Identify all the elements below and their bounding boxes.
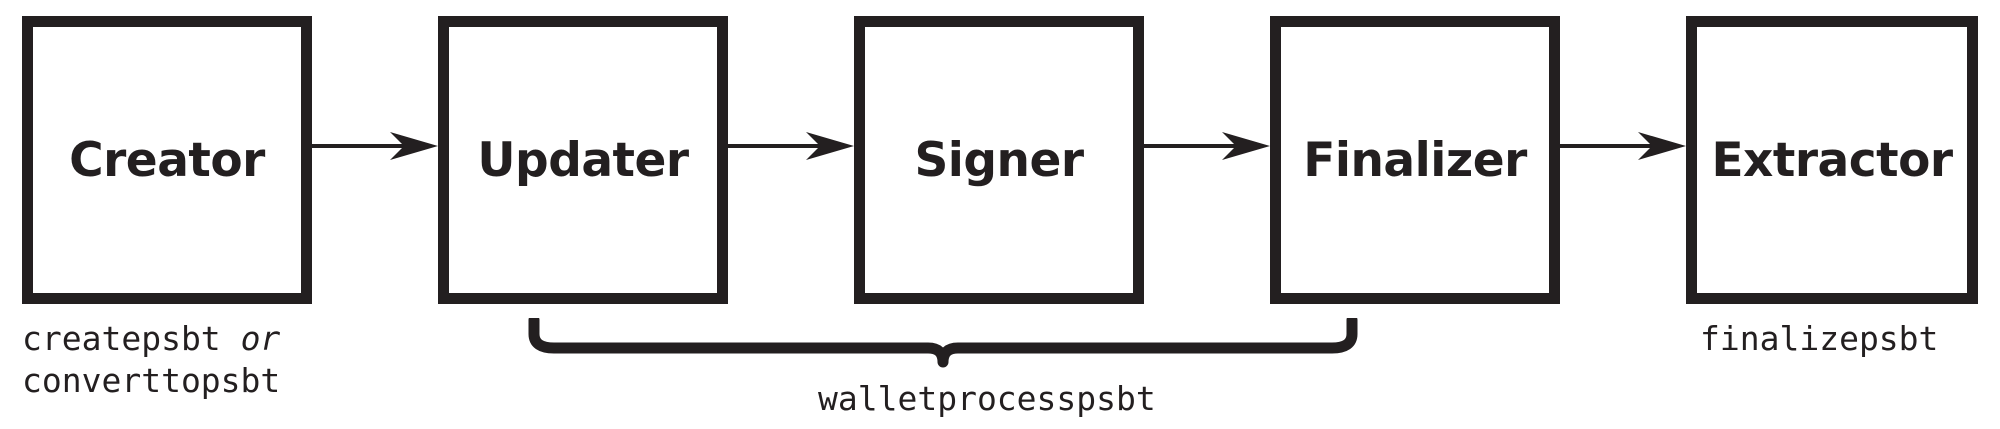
- arrow-updater-to-signer: [728, 132, 854, 160]
- grouping-brace: [528, 314, 1358, 374]
- stage-label-signer: Signer: [914, 132, 1084, 188]
- brace-icon: [528, 314, 1358, 368]
- caption-extractor: finalizepsbt: [1700, 318, 1938, 360]
- stage-label-creator: Creator: [69, 132, 265, 188]
- stage-box-finalizer: Finalizer: [1270, 16, 1560, 304]
- stage-box-creator: Creator: [22, 16, 312, 304]
- stage-label-updater: Updater: [477, 132, 689, 188]
- arrow-finalizer-to-extractor: [1560, 132, 1686, 160]
- stage-label-extractor: Extractor: [1711, 132, 1953, 188]
- caption-creator-conjunction: or: [240, 319, 281, 358]
- stage-box-updater: Updater: [438, 16, 728, 304]
- caption-brace-command: walletprocesspsbt: [818, 379, 1156, 418]
- arrow-signer-to-finalizer: [1144, 132, 1270, 160]
- caption-brace: walletprocesspsbt: [818, 378, 1156, 420]
- stage-label-finalizer: Finalizer: [1303, 132, 1527, 188]
- caption-creator-command-2: converttopsbt: [22, 360, 281, 400]
- arrow-creator-to-updater: [312, 132, 438, 160]
- caption-extractor-command: finalizepsbt: [1700, 319, 1939, 358]
- stage-box-signer: Signer: [854, 16, 1144, 304]
- caption-creator-command-1: createpsbt: [22, 319, 221, 358]
- stage-box-extractor: Extractor: [1686, 16, 1978, 304]
